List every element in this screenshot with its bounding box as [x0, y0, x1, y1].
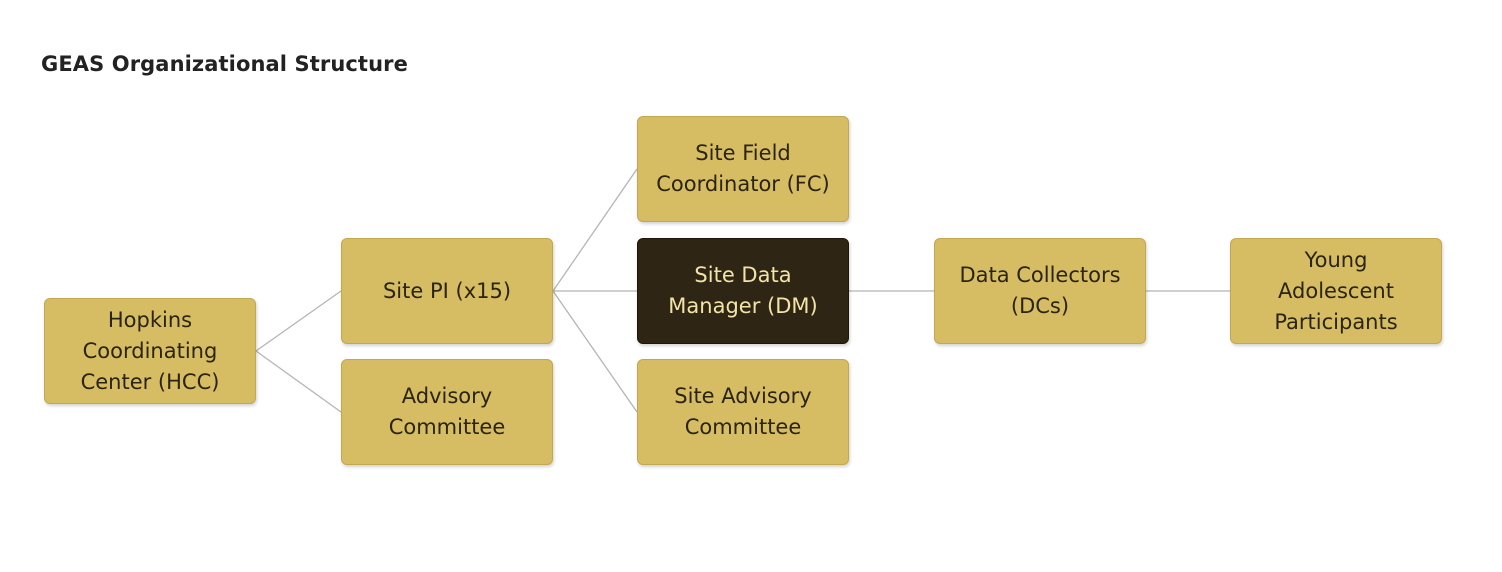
connector-site-pi-site-advisory: [552, 290, 638, 413]
node-data-collectors: Data Collectors (DCs): [934, 238, 1146, 344]
node-label: Advisory Committee: [388, 384, 506, 439]
connector-hcc-advisory: [255, 350, 342, 413]
node-label: Hopkins Coordinating Center (HCC): [80, 307, 220, 394]
node-site-advisory-committee: Site Advisory Committee: [637, 359, 849, 465]
node-young-adolescent-participants: Young Adolescent Participants: [1230, 238, 1442, 344]
node-site-pi: Site PI (x15): [341, 238, 553, 344]
node-hopkins-coordinating-center: Hopkins Coordinating Center (HCC): [44, 298, 256, 404]
page-title: GEAS Organizational Structure: [41, 52, 408, 76]
node-site-field-coordinator: Site Field Coordinator (FC): [637, 116, 849, 222]
node-label: Young Adolescent Participants: [1274, 247, 1398, 334]
node-label: Site Data Manager (DM): [668, 263, 818, 318]
node-label: Site Field Coordinator (FC): [656, 141, 830, 196]
node-label: Data Collectors (DCs): [959, 263, 1121, 318]
node-site-data-manager: Site Data Manager (DM): [637, 238, 849, 344]
connector-hcc-site-pi: [255, 290, 342, 352]
node-advisory-committee: Advisory Committee: [341, 359, 553, 465]
connector-site-pi-fc: [552, 168, 638, 292]
node-label: Site Advisory Committee: [674, 384, 812, 439]
node-label: Site PI (x15): [382, 278, 512, 303]
